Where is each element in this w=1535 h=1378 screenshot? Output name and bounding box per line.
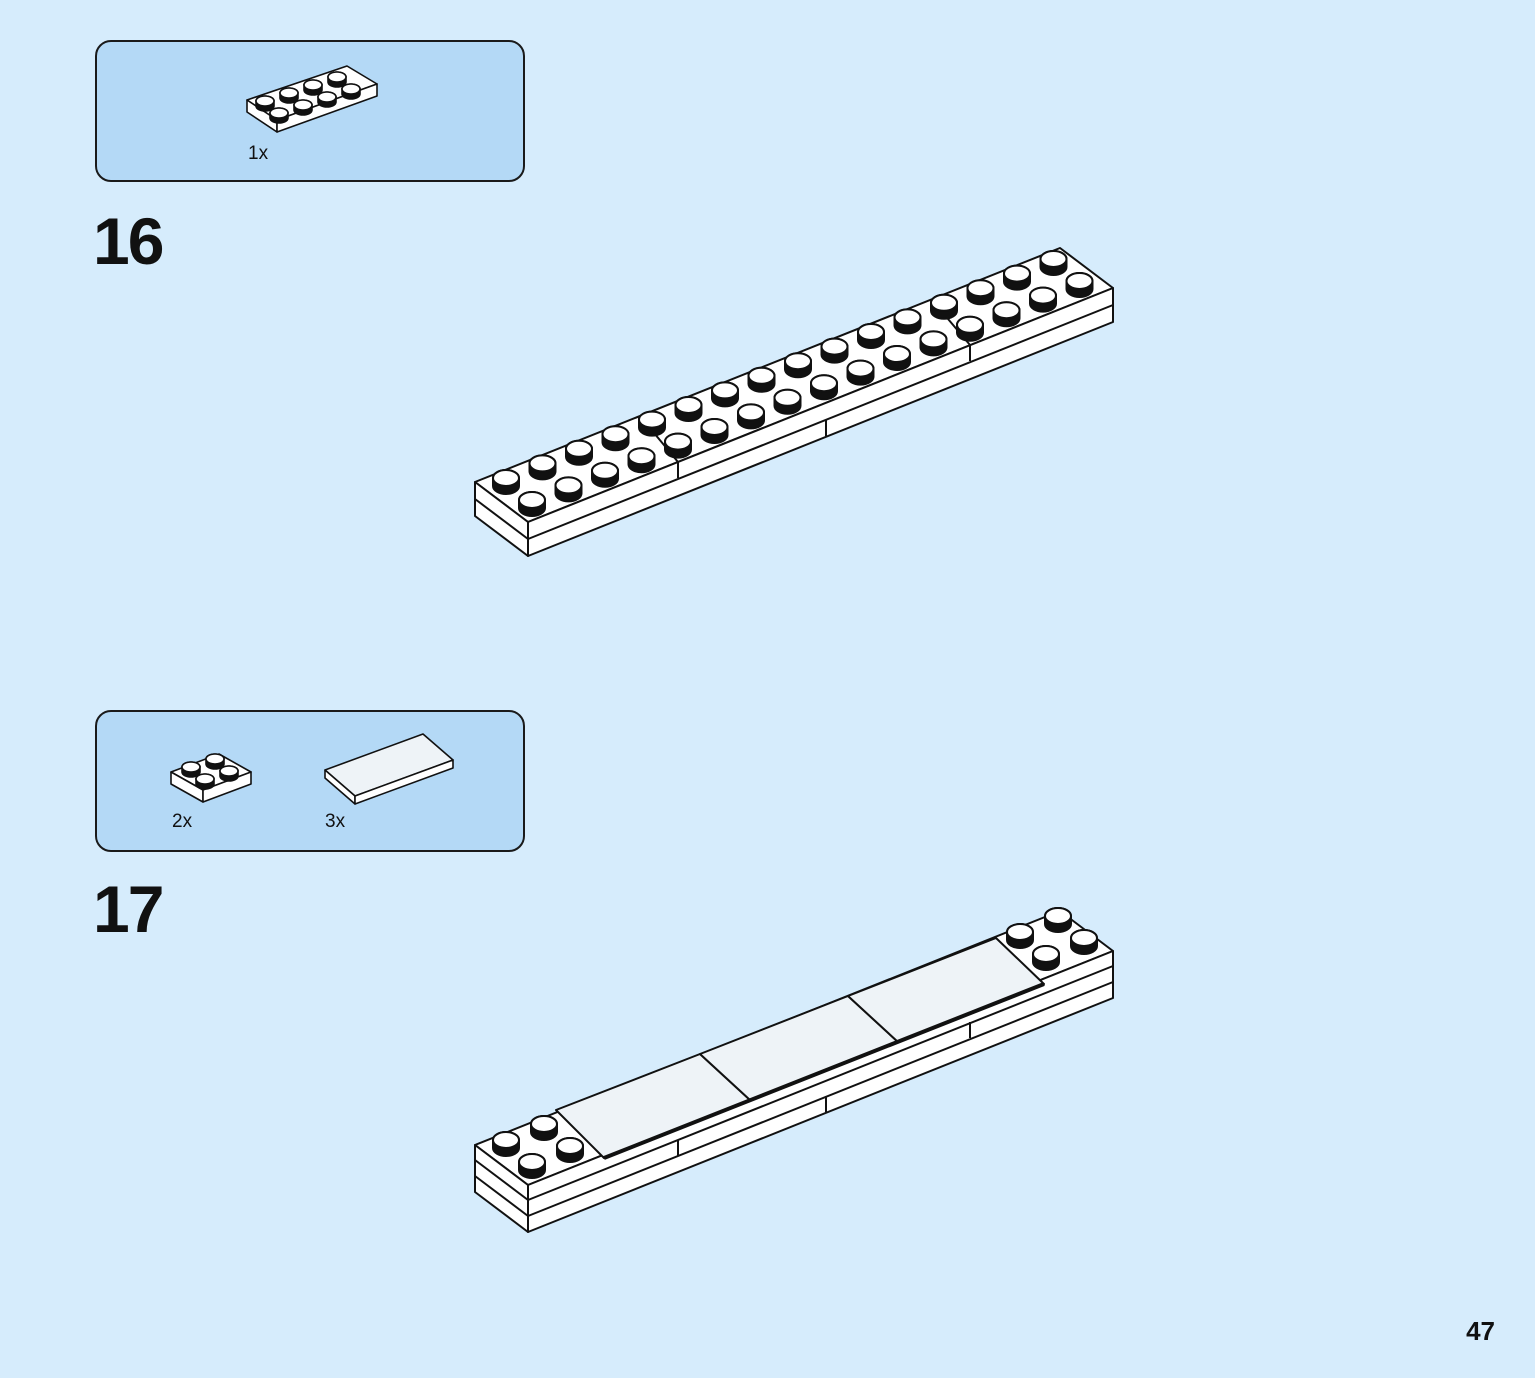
step-number: 17 [93, 872, 164, 946]
stud-icon [303, 79, 323, 96]
stud-icon [919, 330, 948, 357]
stud-icon [1039, 250, 1068, 276]
stud-icon [1006, 923, 1034, 949]
stud-icon [1003, 264, 1031, 291]
stud-icon [1065, 272, 1094, 298]
stud-icon [1070, 929, 1098, 955]
step-16-parts-callout: 1x [95, 40, 525, 182]
stud-icon [883, 345, 911, 371]
part-quantity: 2x [172, 811, 193, 832]
stud-icon [784, 352, 812, 379]
stud-icon [279, 87, 299, 104]
stud-icon [317, 91, 337, 108]
step-17-parts-callout: 2x 3x [95, 710, 525, 852]
stud-icon [601, 425, 630, 452]
stud-icon [627, 447, 656, 474]
part-quantity: 3x [325, 811, 346, 832]
stud-icon [1029, 286, 1057, 313]
stud-icon [664, 432, 692, 459]
stud-icon [269, 107, 289, 124]
step-number: 16 [93, 204, 164, 278]
stud-icon [846, 359, 875, 386]
stud-icon [565, 439, 593, 466]
plate-2x4-icon [246, 65, 378, 133]
stud-icon [195, 773, 215, 790]
stud-icon [737, 403, 765, 430]
stud-icon [857, 323, 885, 349]
stud-icon [293, 99, 313, 116]
stud-icon [327, 71, 347, 88]
stud-icon [893, 308, 922, 335]
stud-icon [711, 381, 739, 408]
stud-icon [556, 1137, 584, 1163]
stud-icon [530, 1115, 558, 1141]
stud-icon [255, 95, 275, 112]
stud-icon [638, 410, 666, 437]
stud-icon [820, 337, 849, 364]
stud-icon [930, 293, 958, 320]
stud-icon [956, 315, 984, 342]
stud-icon [554, 476, 583, 503]
stud-icon [528, 454, 557, 481]
tile-2x4-icon [324, 733, 454, 805]
stud-icon [700, 418, 729, 444]
stud-icon [518, 491, 546, 517]
stud-icon [492, 469, 520, 495]
stud-icon [966, 279, 995, 306]
stud-icon [773, 388, 802, 415]
stud-icon [1032, 945, 1060, 971]
stud-icon [518, 1153, 546, 1179]
stud-icon [992, 301, 1021, 328]
stud-icon [1044, 907, 1072, 933]
plate-2x2-icon [170, 753, 252, 803]
stud-icon [341, 83, 361, 100]
stud-icon [674, 396, 703, 422]
page-number: 47 [1466, 1316, 1495, 1346]
part-quantity: 1x [248, 143, 269, 164]
stud-icon [492, 1131, 520, 1157]
stud-icon [181, 761, 201, 778]
stud-icon [219, 765, 239, 782]
stud-icon [810, 374, 838, 401]
stud-icon [747, 366, 776, 393]
stud-icon [591, 461, 619, 488]
stud-icon [205, 753, 225, 770]
